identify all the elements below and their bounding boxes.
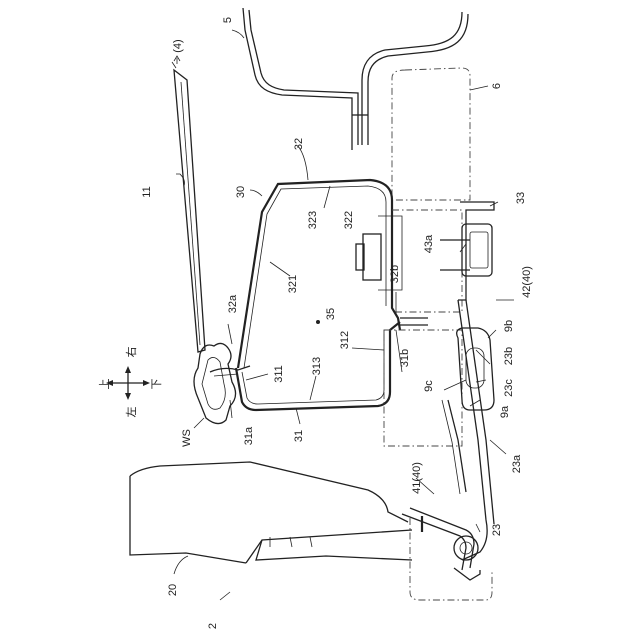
- label-23c: 23c: [503, 379, 515, 397]
- label-32a: 32a: [227, 294, 239, 313]
- label-ws: WS: [181, 429, 193, 447]
- label-43a: 43a: [423, 234, 435, 253]
- label-31a: 31a: [243, 426, 255, 445]
- label-2: 2: [207, 623, 219, 629]
- label-32b: 32b: [389, 265, 401, 283]
- label-6: 6: [491, 83, 503, 89]
- compass-up-label: 上: [98, 379, 111, 390]
- label-323: 323: [307, 211, 319, 229]
- center-dot-35: [316, 320, 320, 324]
- label-20: 20: [167, 584, 179, 596]
- label-9c: 9c: [423, 380, 435, 392]
- label-322: 322: [343, 211, 355, 229]
- panel-20: [130, 462, 492, 600]
- bracket-40: [402, 202, 494, 580]
- component-6-outline: [392, 68, 470, 200]
- label-312: 312: [339, 331, 351, 349]
- label-42-40: 42(40): [521, 266, 533, 298]
- label-9a: 9a: [499, 405, 511, 418]
- direction-compass: 上 下 左 右: [98, 347, 163, 418]
- leader-lines: [172, 30, 514, 600]
- label-4: (4): [172, 39, 184, 52]
- label-23a: 23a: [511, 454, 523, 473]
- reference-labels: (4) 5 6 11 30 32 323 322 321 35 32b 32a …: [141, 17, 533, 629]
- upper-structure: [243, 8, 468, 150]
- label-33: 33: [515, 192, 527, 204]
- label-313: 313: [311, 357, 323, 375]
- arrow-up-icon: [174, 56, 180, 64]
- compass-down-label: 下: [150, 379, 163, 390]
- label-23: 23: [491, 524, 503, 536]
- windshield-panel: [174, 70, 205, 352]
- seal-ws: [194, 343, 250, 423]
- label-11: 11: [141, 186, 153, 197]
- label-9b: 9b: [503, 320, 515, 332]
- label-31b: 31b: [399, 349, 411, 367]
- label-5: 5: [222, 17, 234, 23]
- label-23b: 23b: [503, 347, 515, 365]
- label-32: 32: [293, 138, 305, 150]
- dashed-block-upper: [392, 210, 462, 312]
- compass-left-label: 左: [125, 407, 138, 418]
- label-321: 321: [287, 275, 299, 293]
- compass-right-label: 右: [124, 347, 138, 358]
- label-30: 30: [235, 186, 247, 198]
- label-35: 35: [325, 308, 337, 320]
- label-41-40: 41(40): [411, 462, 423, 494]
- box-30: [236, 180, 428, 410]
- label-311: 311: [273, 365, 285, 383]
- label-31: 31: [293, 430, 305, 442]
